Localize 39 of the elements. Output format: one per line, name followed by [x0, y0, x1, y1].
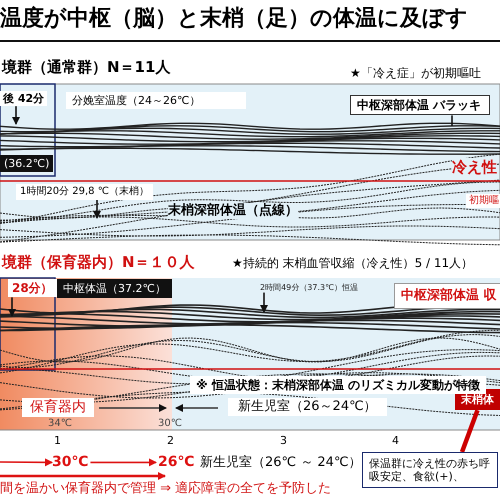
- text-label: 分娩室温度（24～26℃）: [66, 92, 246, 110]
- leader-line: [460, 409, 480, 453]
- title: 温度が中枢（脳）と末梢（足）の体温に及ぼす: [0, 6, 468, 32]
- annotation-label: 後 42分: [0, 91, 48, 106]
- note-label: ※ 恒温状態：末梢深部体温 のリズミカル変動が特徴: [190, 376, 486, 394]
- text-label: ★持続的 末梢血管収縮（冷え性）5 / 11人）: [232, 256, 474, 270]
- annotation-box: 中枢深部体温 バラッキ: [350, 95, 490, 116]
- axis-tick-label: 2: [167, 434, 174, 448]
- text-label: 末梢深部体温（点線）: [168, 203, 298, 219]
- annotation-label: 2時間49分（37.3℃）恒温: [260, 283, 358, 293]
- text-label: 34℃: [48, 418, 72, 430]
- arrow: [12, 106, 20, 125]
- value-label: 中枢体温（37.2℃）: [57, 279, 172, 298]
- arrow: [0, 458, 53, 466]
- annotation-label: 1時間20分 29,8 ℃（末梢）: [16, 184, 153, 200]
- annotation-box: 中枢深部体温 収: [394, 283, 500, 309]
- text-label: 30℃: [158, 418, 182, 430]
- text-label: 保育器内: [22, 398, 94, 417]
- arrow: [90, 458, 157, 466]
- text-label: 間を温かい保育器内で管理 ⇒ 適応障害の全てを予防した: [0, 481, 332, 497]
- text-label: 新生児室（26℃ ～ 24℃）: [200, 455, 362, 471]
- note-box: 保温群に冷え性の赤ち呼吸安定、食欲(+)、: [362, 452, 498, 488]
- axis-tick-label: 4: [392, 434, 399, 448]
- axis-tick-label: 3: [280, 434, 287, 448]
- value-label: (36.2℃): [0, 155, 54, 172]
- temperature-label: 30℃: [52, 454, 88, 471]
- arrow: [260, 292, 268, 313]
- text-label: 冷え性: [452, 158, 497, 176]
- leader-line: [451, 115, 453, 126]
- text-label: 初期嘔: [466, 194, 500, 208]
- arrow: [8, 297, 16, 317]
- text-label: 新生児室（26～24℃）: [228, 398, 387, 416]
- temperature-label: 26℃: [158, 454, 194, 471]
- text-label: 境群（通常群）N＝11人: [2, 58, 170, 76]
- text-label: 境群（保育器内）N＝１０人: [2, 253, 195, 271]
- annotation-label: 28分）: [8, 279, 57, 298]
- text-label: ★「冷え症」が初期嘔吐: [350, 66, 481, 80]
- axis-tick-label: 1: [54, 434, 61, 448]
- arrow: [93, 200, 101, 219]
